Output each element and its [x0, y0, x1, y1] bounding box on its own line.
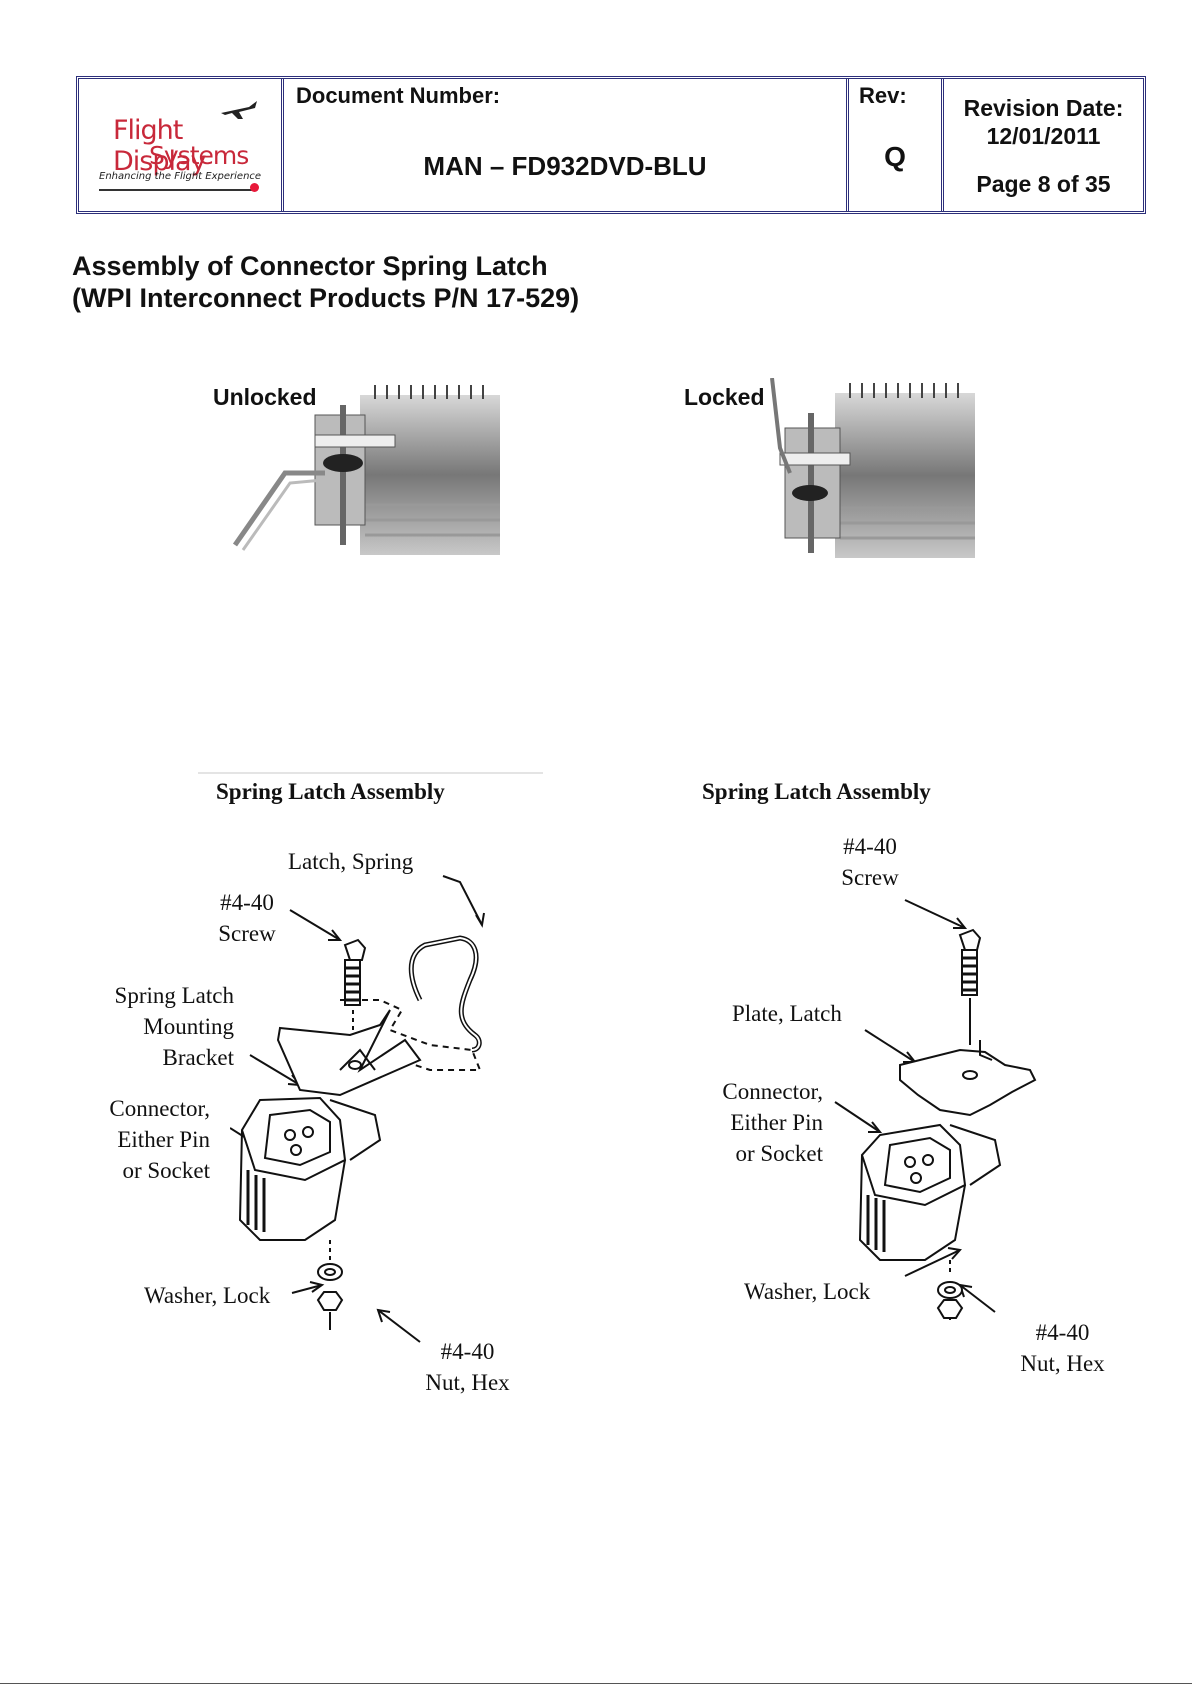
- left-connector-line1: Connector,: [109, 1096, 210, 1121]
- section-title-line2: (WPI Interconnect Products P/N 17-529): [72, 283, 580, 313]
- left-diagram-rule: [198, 772, 543, 774]
- airplane-icon: [221, 101, 257, 119]
- left-nut-name: Nut, Hex: [425, 1370, 510, 1395]
- left-spring-latch-diagram: [230, 875, 485, 1343]
- right-connector-line1: Connector,: [722, 1079, 823, 1104]
- rev-label: Rev:: [859, 83, 907, 108]
- left-diagram-title: Spring Latch Assembly: [216, 779, 445, 804]
- page-number: Page 8 of 35: [976, 171, 1111, 197]
- left-connector-label: Connector, Either Pin or Socket: [80, 1093, 210, 1186]
- section-title-line1: Assembly of Connector Spring Latch: [72, 251, 548, 281]
- rev-cell: Rev: Q: [849, 79, 944, 211]
- left-connector-line3: or Socket: [122, 1158, 210, 1183]
- revision-date-label: Revision Date:: [963, 95, 1124, 121]
- logo-text-line1: Flight Display: [113, 115, 207, 177]
- right-nut-label: #4-40 Nut, Hex: [1005, 1317, 1120, 1379]
- right-connector-line3: or Socket: [735, 1141, 823, 1166]
- right-screw-name: Screw: [841, 865, 899, 890]
- logo-text-line2: Systems: [149, 141, 249, 170]
- right-screw-label: #4-40 Screw: [830, 831, 910, 893]
- footer-rule: [0, 1683, 1192, 1684]
- left-screw-label: #4-40 Screw: [212, 887, 282, 949]
- revision-date-cell: Revision Date: 12/01/2011 Page 8 of 35: [944, 79, 1143, 211]
- right-nut-size: #4-40: [1035, 1320, 1090, 1345]
- document-number-cell: Document Number: MAN – FD932DVD-BLU: [284, 79, 849, 211]
- document-header: Flight Display Systems Enhancing the Fli…: [76, 76, 1146, 214]
- bracket-label: Spring Latch Mounting Bracket: [90, 980, 234, 1073]
- left-nut-label: #4-40 Nut, Hex: [410, 1336, 525, 1398]
- logo-dot: [250, 183, 259, 192]
- left-washer-label: Washer, Lock: [144, 1283, 271, 1308]
- document-number: MAN – FD932DVD-BLU: [423, 151, 707, 181]
- logo-tagline: Enhancing the Flight Experience: [99, 171, 262, 182]
- locked-label: Locked: [684, 384, 765, 410]
- right-spring-latch-diagram: [834, 899, 1037, 1320]
- left-connector-line2: Either Pin: [117, 1127, 210, 1152]
- right-connector-line2: Either Pin: [730, 1110, 823, 1135]
- right-connector-label: Connector, Either Pin or Socket: [690, 1076, 823, 1169]
- left-screw-size: #4-40: [220, 890, 274, 915]
- locked-connector-photo: [770, 378, 975, 558]
- logo-rule: [99, 189, 254, 191]
- right-screw-size: #4-40: [843, 834, 897, 859]
- left-screw-name: Screw: [218, 921, 276, 946]
- bracket-line1: Spring Latch: [114, 983, 234, 1008]
- unlocked-label: Unlocked: [213, 384, 317, 410]
- revision-date: 12/01/2011: [986, 123, 1101, 149]
- right-nut-name: Nut, Hex: [1020, 1351, 1105, 1376]
- bracket-line2: Mounting: [143, 1014, 234, 1039]
- left-nut-size: #4-40: [440, 1339, 495, 1364]
- latch-spring-label: Latch, Spring: [288, 849, 414, 874]
- bracket-line3: Bracket: [162, 1045, 234, 1070]
- right-diagram-title: Spring Latch Assembly: [702, 779, 931, 804]
- unlocked-connector-photo: [232, 385, 500, 555]
- logo-cell: Flight Display Systems Enhancing the Fli…: [79, 79, 284, 211]
- plate-latch-label: Plate, Latch: [732, 1001, 842, 1026]
- document-number-label: Document Number:: [296, 83, 501, 108]
- rev-value: Q: [884, 141, 906, 172]
- right-washer-label: Washer, Lock: [744, 1279, 871, 1304]
